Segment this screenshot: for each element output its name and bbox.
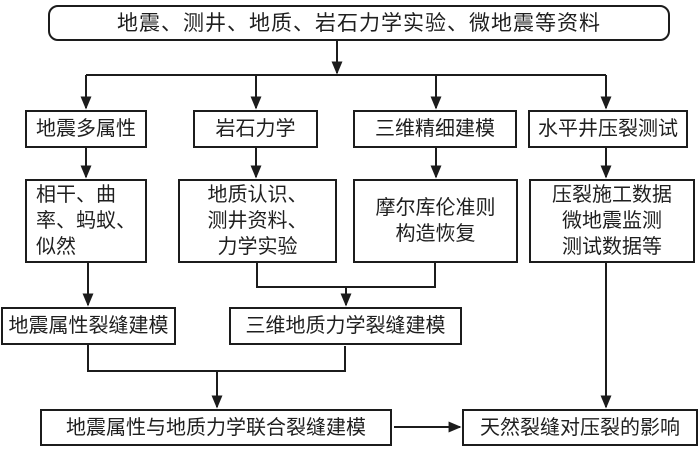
edge-source-to-distributor (86, 41, 606, 76)
node-rock-mechanics: 岩石力学 (193, 110, 318, 148)
node-seismic-attribute-fracture-model: 地震属性裂缝建模 (1, 307, 176, 345)
node-source-data: 地震、测井、地质、岩石力学实验、微地震等资料 (48, 5, 670, 41)
node-joint-fracture-model: 地震属性与地质力学联合裂缝建模 (40, 409, 392, 446)
node-3d-fine-modeling: 三维精细建模 (353, 110, 517, 148)
edges-row2-to-row3 (80, 148, 612, 179)
node-seismic-multi-attribute: 地震多属性 (25, 110, 147, 148)
node-coherence-curvature-ant-likelihood: 相干、曲 率、蚂蚁、 似然 (25, 179, 147, 263)
node-frac-operation-microseismic-data: 压裂施工数据 微地震监测 测试数据等 (529, 179, 695, 263)
edges-distributor-to-row2 (80, 75, 612, 110)
node-horizontal-well-frac-test: 水平井压裂测试 (528, 110, 688, 148)
node-natural-fracture-frac-impact: 天然裂缝对压裂的影响 (462, 409, 698, 446)
node-mohr-coulomb-structural-restoration: 摩尔库伦准则 构造恢复 (353, 179, 518, 263)
edge-merge-to-geomech-model (256, 262, 436, 307)
node-3d-geomechanics-fracture-model: 三维地质力学裂缝建模 (229, 307, 462, 345)
node-geology-logging-mechanics: 地质认识、 测井资料、 力学实验 (178, 179, 337, 263)
edge-merge-to-joint-model (87, 345, 346, 409)
